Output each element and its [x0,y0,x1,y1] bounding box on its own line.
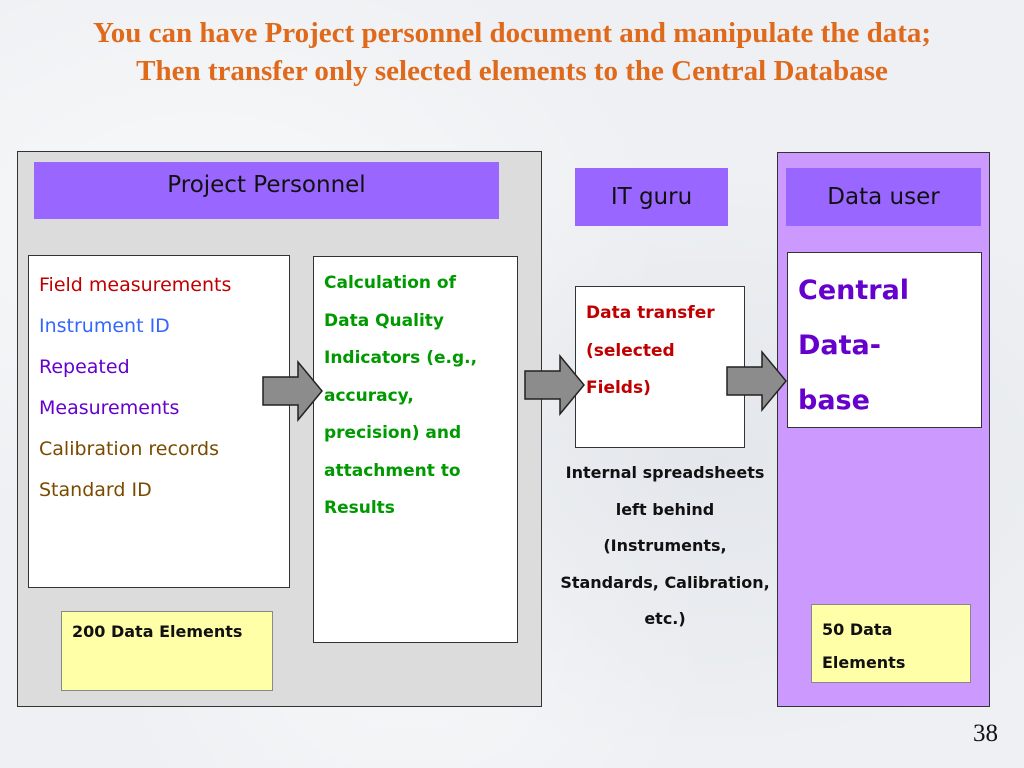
count-line: Elements [822,653,906,672]
field-line: Measurements [39,397,180,419]
right-arrow-icon [262,360,324,422]
field-line: Standard ID [39,479,152,501]
spreadsheets-note: Internal spreadsheets left behind (Instr… [550,455,780,638]
central-db-line: Data- [798,330,881,361]
calc-line: precision) and [324,423,462,443]
calc-line: Calculation of [324,273,456,293]
central-db-line: Central [798,275,910,306]
data-quality-calculation-box: Calculation of Data Quality Indicators (… [313,256,518,643]
data-transfer-box: Data transfer (selected Fields) [575,286,745,448]
count-line: 50 Data [822,620,893,639]
calc-line: Data Quality [324,310,444,331]
transfer-line: Fields) [586,378,651,398]
field-line: Field measurements [39,274,232,296]
note-line: (Instruments, [603,536,727,555]
note-line: etc.) [644,609,686,628]
slide-title: You can have Project personnel document … [0,14,1024,90]
calc-line: Indicators (e.g., [324,348,478,368]
calc-line: accuracy, [324,385,414,406]
field-line: Instrument ID [39,315,170,337]
note-line: Standards, Calibration, [560,572,770,592]
field-line: Calibration records [39,438,220,460]
project-personnel-header: Project Personnel [34,162,499,219]
transfer-line: (selected [586,340,675,361]
calc-line: attachment to [324,460,461,481]
data-user-header: Data user [786,168,981,226]
right-arrow-icon [726,350,788,412]
title-line-1: You can have Project personnel document … [92,17,932,49]
central-db-line: base [798,385,870,416]
note-line: Internal spreadsheets [565,463,765,482]
calc-line: Results [324,498,395,518]
right-arrow-icon [524,354,586,416]
note-line: left behind [615,499,715,519]
field-line: Repeated [39,356,130,378]
field-measurements-box: Field measurements Instrument ID Repeate… [28,255,290,588]
page-number: 38 [973,720,998,747]
title-line-2: Then transfer only selected elements to … [136,55,888,87]
central-database-box: Central Data- base [787,252,982,428]
data-elements-count-50: 50 Data Elements [811,604,971,683]
data-elements-count-200: 200 Data Elements [61,611,273,691]
transfer-line: Data transfer [586,303,715,323]
it-guru-header: IT guru [575,168,728,226]
